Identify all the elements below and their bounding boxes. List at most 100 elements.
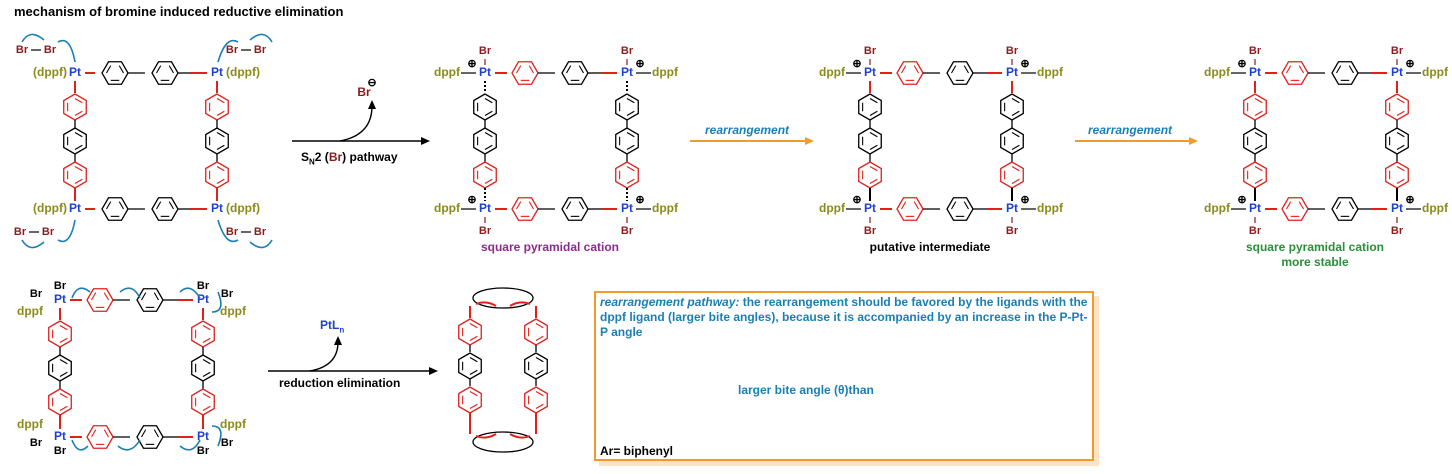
cation-charge: ⊕ <box>852 194 861 206</box>
ring-double-bond <box>74 166 83 172</box>
bromine-atom: Br <box>16 44 29 56</box>
ring-double-bond <box>103 429 109 438</box>
dppf-ligand: dppf <box>1037 201 1064 215</box>
box-body: the rearrangement should be favored by t… <box>600 295 1088 339</box>
ring-double-bond <box>469 391 478 397</box>
ring-double-bond <box>1298 201 1304 210</box>
ring-double-bond <box>74 178 83 184</box>
pt-atom: Pt <box>211 201 223 215</box>
pt-atom: Pt <box>1391 201 1403 215</box>
ring-double-bond <box>484 166 493 172</box>
page-title: mechanism of bromine induced reductive e… <box>14 4 344 19</box>
bromine-atom: Br <box>44 44 57 56</box>
bromide-anion: Br <box>357 85 371 99</box>
reduction-arrow-head <box>429 367 438 375</box>
dppf-ligand: dppf <box>652 65 679 79</box>
dppf-ligand: dppf <box>434 65 461 79</box>
ring-double-bond <box>516 201 522 210</box>
ring-double-bond <box>869 98 878 104</box>
ring-double-bond <box>869 132 878 138</box>
bromine-atom: Br <box>54 280 67 292</box>
curved-electron-arrow <box>249 239 273 249</box>
ring-double-bond <box>1396 132 1405 138</box>
box-text: rearrangement pathway: the rearrangement… <box>600 295 1090 340</box>
curved-electron-arrow <box>71 439 89 451</box>
curved-electron-arrow <box>57 219 76 243</box>
caption-more-stable-line2: more stable <box>1281 255 1349 269</box>
ring-double-bond <box>578 201 584 210</box>
ptln-arrow-head <box>334 336 342 345</box>
bromine-atom: Br <box>864 45 877 57</box>
ring-double-bond <box>202 393 211 399</box>
dppf-ligand: dppf <box>17 417 44 431</box>
ring-double-bond <box>118 65 124 74</box>
pt-atom: Pt <box>69 65 81 79</box>
ring-double-bond <box>1011 166 1020 172</box>
ring-double-bond <box>869 166 878 172</box>
benzene-ring <box>946 61 974 85</box>
bromine-atom: Br <box>1391 45 1404 57</box>
bromine-atom: Br <box>221 288 234 300</box>
ring-double-bond <box>1286 65 1292 74</box>
ring-double-bond <box>118 201 124 210</box>
dppf-ligand: dppf <box>1422 65 1449 79</box>
cation-charge: ⊕ <box>1405 58 1414 70</box>
curved-electron-arrow <box>217 219 239 243</box>
ring-double-bond <box>1286 201 1292 210</box>
ring-double-bond <box>202 337 211 343</box>
ring-double-bond <box>578 65 584 74</box>
ring-double-bond <box>103 292 109 301</box>
reduction-elimination-label: reduction elimination <box>279 376 401 390</box>
ring-double-bond <box>626 132 635 138</box>
ring-double-bond <box>1348 201 1354 210</box>
ring-double-bond <box>59 359 68 365</box>
benzene-ring <box>151 197 179 221</box>
benzene-ring-red <box>86 288 114 312</box>
dppf-ligand: dppf <box>652 201 679 215</box>
ring-double-bond <box>1396 166 1405 172</box>
bromine-atom: Br <box>1249 45 1262 57</box>
ring-double-bond <box>1254 98 1263 104</box>
ring-double-bond <box>1011 132 1020 138</box>
benzene-ring-red <box>511 61 539 85</box>
br-leaving-curve <box>339 105 373 142</box>
caption-more-stable-line1: square pyramidal cation <box>1245 240 1385 254</box>
bromine-atom: Br <box>42 226 55 238</box>
ring-double-bond <box>535 403 544 409</box>
bromine-atom: Br <box>226 226 239 238</box>
pt-atom: Pt <box>1006 65 1018 79</box>
benzene-ring <box>151 61 179 85</box>
rearrangement-arrow-1-head <box>805 137 814 145</box>
ring-double-bond <box>91 292 97 301</box>
pt-atom: Pt <box>1249 65 1261 79</box>
pt-atom: Pt <box>197 292 209 306</box>
benzene-ring <box>136 425 164 449</box>
new-c-c-bond <box>509 433 531 439</box>
cpp-top-ring <box>472 287 534 309</box>
dppf-ligand: dppf <box>17 304 44 318</box>
pt-atom: Pt <box>479 65 491 79</box>
ring-double-bond <box>216 178 225 184</box>
ring-double-bond <box>469 403 478 409</box>
ptln-byproduct: PtLn <box>320 318 345 335</box>
ring-double-bond <box>59 393 68 399</box>
curved-electron-arrow <box>211 291 222 313</box>
cation-charge: ⊕ <box>467 58 476 70</box>
curved-electron-arrow <box>211 425 222 447</box>
ring-double-bond <box>901 201 907 210</box>
pt-atom: Pt <box>621 201 633 215</box>
ring-double-bond <box>141 429 147 438</box>
curved-electron-arrow <box>21 33 45 43</box>
ring-double-bond <box>484 132 493 138</box>
ring-double-bond <box>202 405 211 411</box>
ring-double-bond <box>1011 98 1020 104</box>
new-c-c-bond <box>475 301 497 307</box>
ring-double-bond <box>535 323 544 329</box>
cation-charge: ⊕ <box>852 58 861 70</box>
bromine-atom: Br <box>226 44 239 56</box>
ring-double-bond <box>535 335 544 341</box>
ring-double-bond <box>484 98 493 104</box>
ring-double-bond <box>216 144 225 150</box>
ring-double-bond <box>626 110 635 116</box>
